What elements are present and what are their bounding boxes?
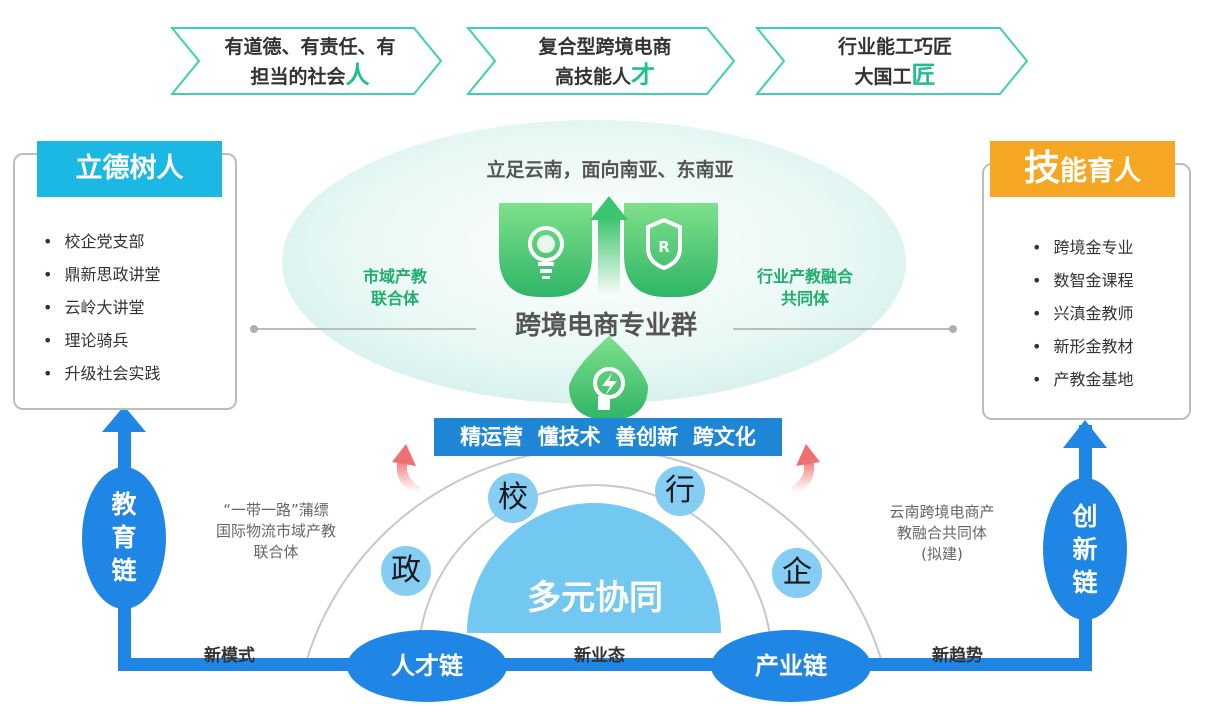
talent-chain-oval: 人才链: [347, 630, 507, 702]
center-top-text: 立足云南，面向南亚、东南亚: [486, 159, 734, 181]
goal-chevron-2: [465, 27, 736, 95]
education-chain-oval: [82, 467, 166, 609]
list-item: 产教金基地: [1032, 363, 1133, 396]
inner-arc: [417, 484, 773, 663]
list-item: 鼎新思政讲堂: [43, 258, 160, 291]
list-item: 兴滇金教师: [1032, 297, 1133, 330]
list-item: 校企党支部: [43, 225, 160, 258]
list-item: 理论骑兵: [43, 324, 160, 357]
education-chain-label: 教育链: [111, 490, 137, 585]
svg-text:R: R: [658, 238, 670, 256]
left-note: “一带一路”蒲缥 国际物流市域产教 联合体: [215, 501, 336, 561]
innovation-chain-label: 创新链: [1072, 502, 1098, 597]
circle-school: 校: [488, 473, 538, 523]
left-panel-list: 校企党支部 鼎新思政讲堂 云岭大讲堂 理论骑兵 升级社会实践: [43, 225, 160, 390]
circle-enterprise: 企: [772, 548, 822, 598]
list-item: 新形金教材: [1032, 330, 1133, 363]
goal-text-1: 有道德、有责任、有 担当的社会人: [224, 36, 396, 89]
head-bolt-icon: [569, 336, 648, 420]
right-note: 云南跨境电商产 教融合共同体 (拟建): [889, 503, 995, 563]
main-title: 跨境电商专业群: [514, 311, 697, 341]
curved-arrow-icon: [790, 444, 820, 497]
left-panel-tag: 立德树人: [37, 141, 222, 197]
goal-text-2: 复合型跨境电商 高技能人才: [538, 36, 672, 89]
center-dome-label: 多元协同: [527, 578, 663, 618]
curved-arrow-icon: [392, 444, 421, 497]
mode-left: 新模式: [204, 646, 255, 666]
quality-banner: 精运营 懂技术 善创新 跨文化: [434, 418, 782, 456]
circle-gov: 政: [381, 546, 431, 596]
right-panel-tag: 技能育人: [990, 141, 1175, 197]
right-caption: 行业产教融合 共同体: [756, 267, 853, 308]
center-dome: [467, 503, 721, 633]
list-item: 跨境金专业: [1032, 231, 1133, 264]
goal-chevron-3: [754, 27, 1029, 95]
mode-mid: 新业态: [574, 646, 625, 666]
upward-arrow-icon: [590, 196, 628, 298]
list-item: 数智金课程: [1032, 264, 1133, 297]
list-item: 升级社会实践: [43, 357, 160, 390]
goal-chevron-1: [169, 27, 443, 95]
center-ellipse: [282, 120, 906, 404]
mode-right: 新趋势: [932, 646, 983, 666]
right-panel-list: 跨境金专业 数智金课程 兴滇金教师 新形金教材 产教金基地: [1032, 231, 1133, 396]
goal-text-3: 行业能工巧匠 大国工匠: [837, 36, 952, 89]
lightbulb-icon: [499, 203, 592, 297]
left-caption: 市域产教 联合体: [362, 267, 427, 308]
industry-chain-oval: 产业链: [711, 630, 871, 702]
shield-r-icon: R: [624, 203, 718, 297]
circle-industry: 行: [655, 466, 705, 516]
list-item: 云岭大讲堂: [43, 291, 160, 324]
innovation-chain-oval: [1043, 478, 1127, 620]
right-panel: 跨境金专业 数智金课程 兴滇金教师 新形金教材 产教金基地: [982, 163, 1191, 420]
